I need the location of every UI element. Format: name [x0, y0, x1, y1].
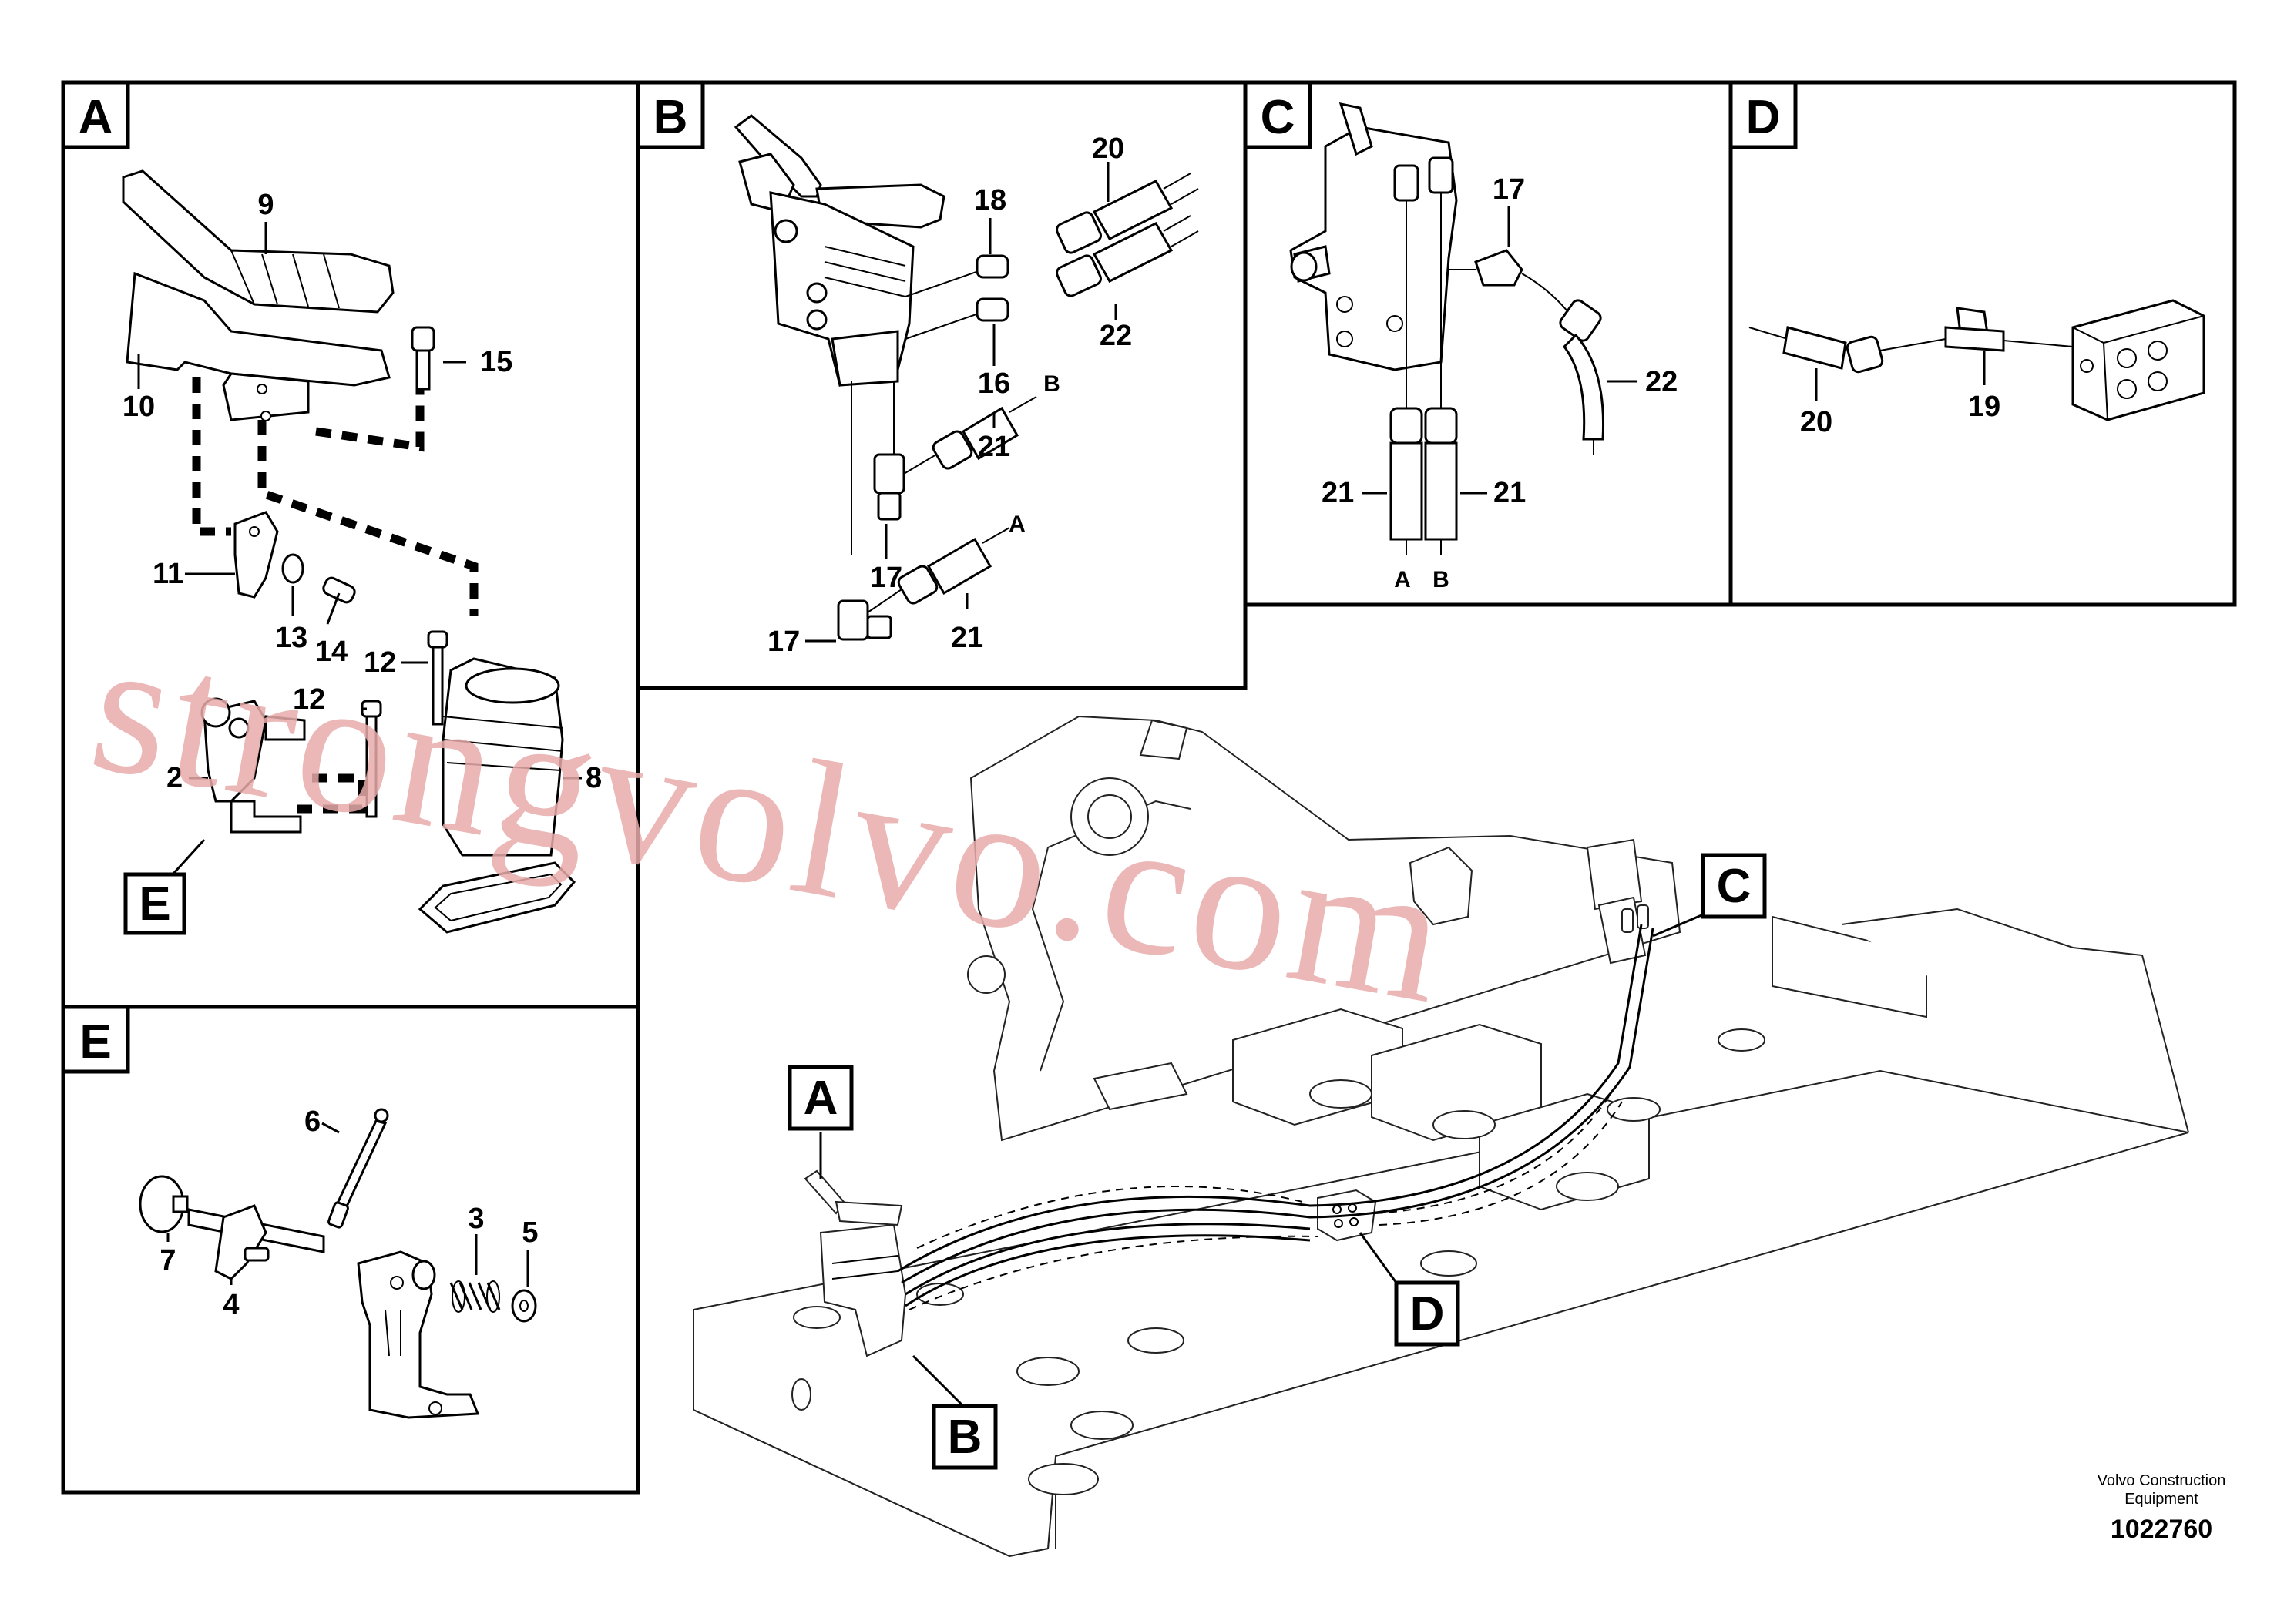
panel-e-letter: E [79, 1015, 111, 1069]
footer-company-line2: Equipment [2124, 1491, 2198, 1508]
label-d-19: 19 [1968, 391, 2000, 423]
callout-b-letter: B [948, 1411, 982, 1464]
watermark-text: strongvolvo.com [78, 597, 1463, 1045]
label-e-7: 7 [160, 1244, 176, 1277]
label-c-B: B [1432, 567, 1449, 592]
panel-b-letter-box: B [636, 80, 705, 149]
label-b-17b: 17 [767, 626, 800, 658]
spring-3 [449, 1280, 501, 1313]
callout-c: C [1701, 853, 1767, 919]
label-14: 14 [315, 636, 348, 668]
elbow-17-c [1449, 249, 1523, 287]
label-e-5: 5 [522, 1216, 538, 1249]
pedal-bracket-10 [126, 271, 391, 387]
screw-14 [322, 576, 356, 604]
panel-b-letter: B [653, 91, 688, 144]
screw-15 [411, 326, 435, 391]
footer-company-line1: Volvo Construction [2098, 1472, 2226, 1489]
label-2: 2 [166, 762, 183, 794]
label-13: 13 [275, 622, 307, 654]
fitting-18 [976, 254, 1009, 279]
label-e-6: 6 [304, 1106, 321, 1138]
hose-20 [1056, 173, 1199, 254]
elbow-17-upper [873, 453, 905, 521]
panel-d-letter-box: D [1728, 80, 1798, 149]
callout-c-letter: C [1717, 860, 1752, 913]
callout-d: D [1394, 1280, 1460, 1347]
panel-c-letter: C [1261, 91, 1295, 144]
hose-21-lower [867, 527, 1010, 613]
callout-a: A [788, 1065, 854, 1131]
label-b-hose-A: A [1009, 512, 1026, 537]
label-12b: 12 [293, 683, 325, 716]
panel-e-frame [61, 1005, 640, 1495]
label-e-4: 4 [223, 1289, 239, 1321]
panel-d-frame [1728, 80, 2237, 607]
panel-c-frame [1243, 80, 1733, 607]
lever-part-11 [233, 511, 279, 599]
screw-12-upper [427, 630, 448, 726]
callout-d-letter: D [1410, 1287, 1445, 1340]
panel-b-frame [636, 80, 1248, 690]
hose-21-upper [903, 396, 1037, 475]
label-15: 15 [480, 346, 512, 378]
label-c-A: A [1394, 567, 1411, 592]
panel-d-letter: D [1746, 91, 1781, 144]
label-b-18: 18 [974, 184, 1006, 216]
panel-e-letter-box: E [61, 1005, 130, 1074]
hose-21-c-b [1424, 407, 1458, 555]
panel-c-drawing: 17 22 21 21 A B [1289, 102, 1678, 592]
label-b-21b: 21 [951, 622, 983, 654]
label-b-hose-B: B [1043, 371, 1060, 397]
ref-e-letter: E [139, 877, 170, 931]
pilot-valve-2 [200, 697, 306, 834]
shaft-4 [187, 1204, 325, 1280]
hose-20-d [1748, 326, 1884, 374]
callout-a-letter: A [804, 1072, 838, 1125]
panel-d-drawing: 20 19 [1748, 299, 2205, 438]
pedal-part-9 [122, 169, 395, 314]
distribution-block [2071, 299, 2205, 421]
panel-c-letter-box: C [1243, 80, 1312, 149]
label-9: 9 [257, 189, 274, 221]
knob-7 [139, 1175, 189, 1233]
fitting-16 [976, 297, 1009, 322]
label-10: 10 [123, 391, 155, 423]
panel-b-drawing: 20 18 22 16 B 21 A 17 21 17 [734, 114, 1199, 658]
panel-a-letter-box: A [61, 80, 130, 149]
label-b-21a: 21 [978, 431, 1010, 463]
hose-22 [1056, 215, 1199, 297]
elbow-17-lower [837, 599, 892, 641]
label-c-22: 22 [1645, 366, 1678, 398]
label-11: 11 [153, 558, 183, 590]
callout-b: B [932, 1404, 998, 1470]
washer-13 [281, 553, 304, 584]
label-b-16: 16 [978, 367, 1010, 400]
hose-21-c-a [1389, 407, 1423, 555]
panel-e-drawing: 6 3 5 7 4 [139, 1106, 539, 1419]
hose-22-c [1521, 273, 1605, 455]
doc-number: 1022760 [2111, 1515, 2212, 1544]
label-c-21b: 21 [1493, 477, 1526, 509]
ref-box-e: E [123, 872, 186, 935]
panel-a-drawing: 9 15 10 11 13 14 12 12 2 8 E [122, 169, 602, 935]
label-c-21a: 21 [1322, 477, 1354, 509]
panel-a-letter: A [79, 91, 113, 144]
label-8: 8 [586, 762, 602, 794]
label-e-3: 3 [468, 1203, 484, 1235]
washer-5 [511, 1289, 537, 1323]
rod-6 [327, 1108, 389, 1229]
label-12a: 12 [364, 646, 396, 679]
label-b-22: 22 [1100, 320, 1132, 352]
label-b-17a: 17 [870, 562, 902, 594]
pivot-bracket [357, 1250, 480, 1419]
label-d-20: 20 [1800, 406, 1832, 438]
rubber-boot-8 [418, 657, 576, 934]
label-b-20: 20 [1092, 133, 1124, 165]
label-c-17: 17 [1493, 173, 1525, 206]
tee-fitting-19 [1944, 307, 2005, 352]
